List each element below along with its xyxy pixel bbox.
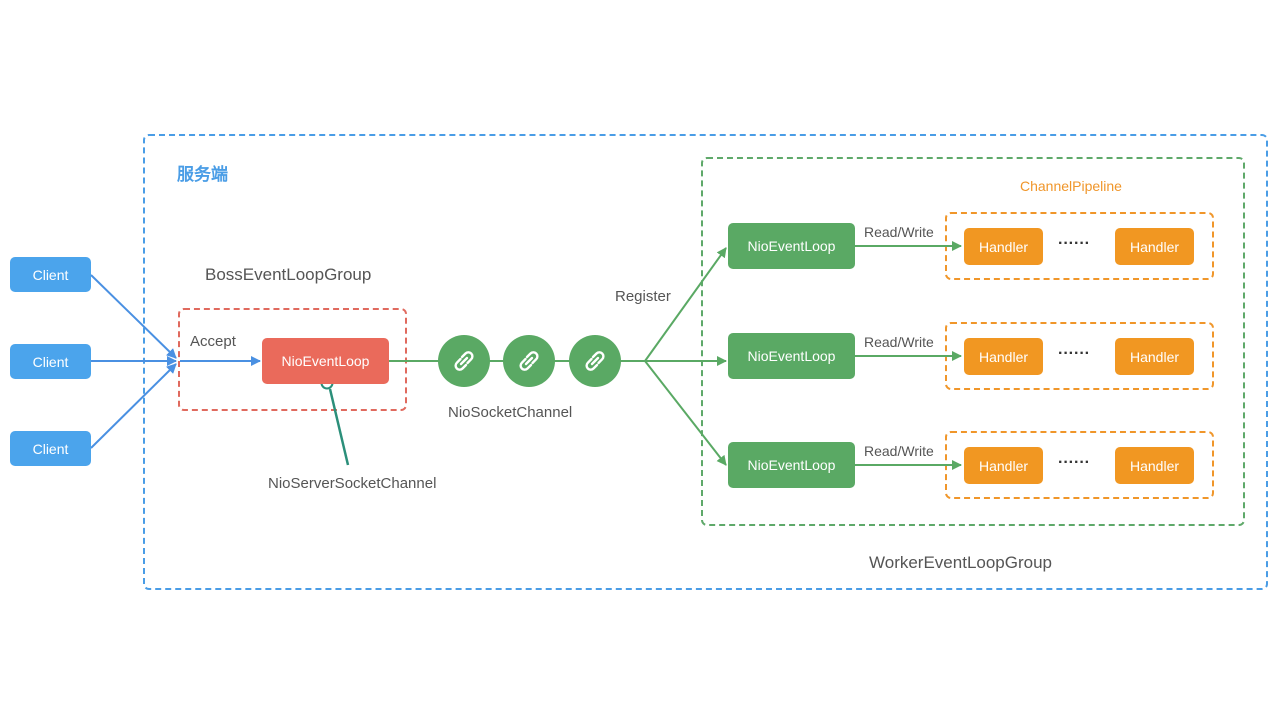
client-node-2: Client [10,344,91,379]
handler-first-3: Handler [964,447,1043,484]
server-socket-channel-label: NioServerSocketChannel [268,475,437,492]
pipeline-label: ChannelPipeline [1020,178,1122,194]
rw-label-2: Read/Write [864,334,934,350]
chain-link-icon [503,335,555,387]
boss-group-label: BossEventLoopGroup [205,265,372,284]
handler-last-2: Handler [1115,338,1194,375]
server-title: 服务端 [177,165,228,184]
worker-event-loop-3: NioEventLoop [728,442,855,488]
register-arrow-3 [644,360,727,466]
ellipsis-1: ······ [1058,235,1090,252]
chain-link-icon [569,335,621,387]
handler-first-2: Handler [964,338,1043,375]
worker-group-box [701,157,1245,526]
rw-label-3: Read/Write [864,443,934,459]
server-channel-pointer [328,388,350,466]
handler-last-1: Handler [1115,228,1194,265]
handler-first-1: Handler [964,228,1043,265]
worker-group-label: WorkerEventLoopGroup [869,553,1053,572]
ellipsis-2: ······ [1058,345,1090,362]
ellipsis-3: ······ [1058,454,1090,471]
worker-event-loop-2: NioEventLoop [728,333,855,379]
accept-label: Accept [190,333,236,350]
register-label: Register [615,288,671,305]
handler-last-3: Handler [1115,447,1194,484]
client-node-3: Client [10,431,91,466]
rw-label-1: Read/Write [864,224,934,240]
chain-link-icon [438,335,490,387]
client-arrow-1 [90,274,177,359]
worker-event-loop-1: NioEventLoop [728,223,855,269]
boss-event-loop: NioEventLoop [262,338,389,384]
client-arrow-3 [90,363,177,449]
register-arrow-1 [644,247,727,362]
boss-group-box [178,308,407,411]
client-node-1: Client [10,257,91,292]
socket-channel-label: NioSocketChannel [448,404,573,421]
